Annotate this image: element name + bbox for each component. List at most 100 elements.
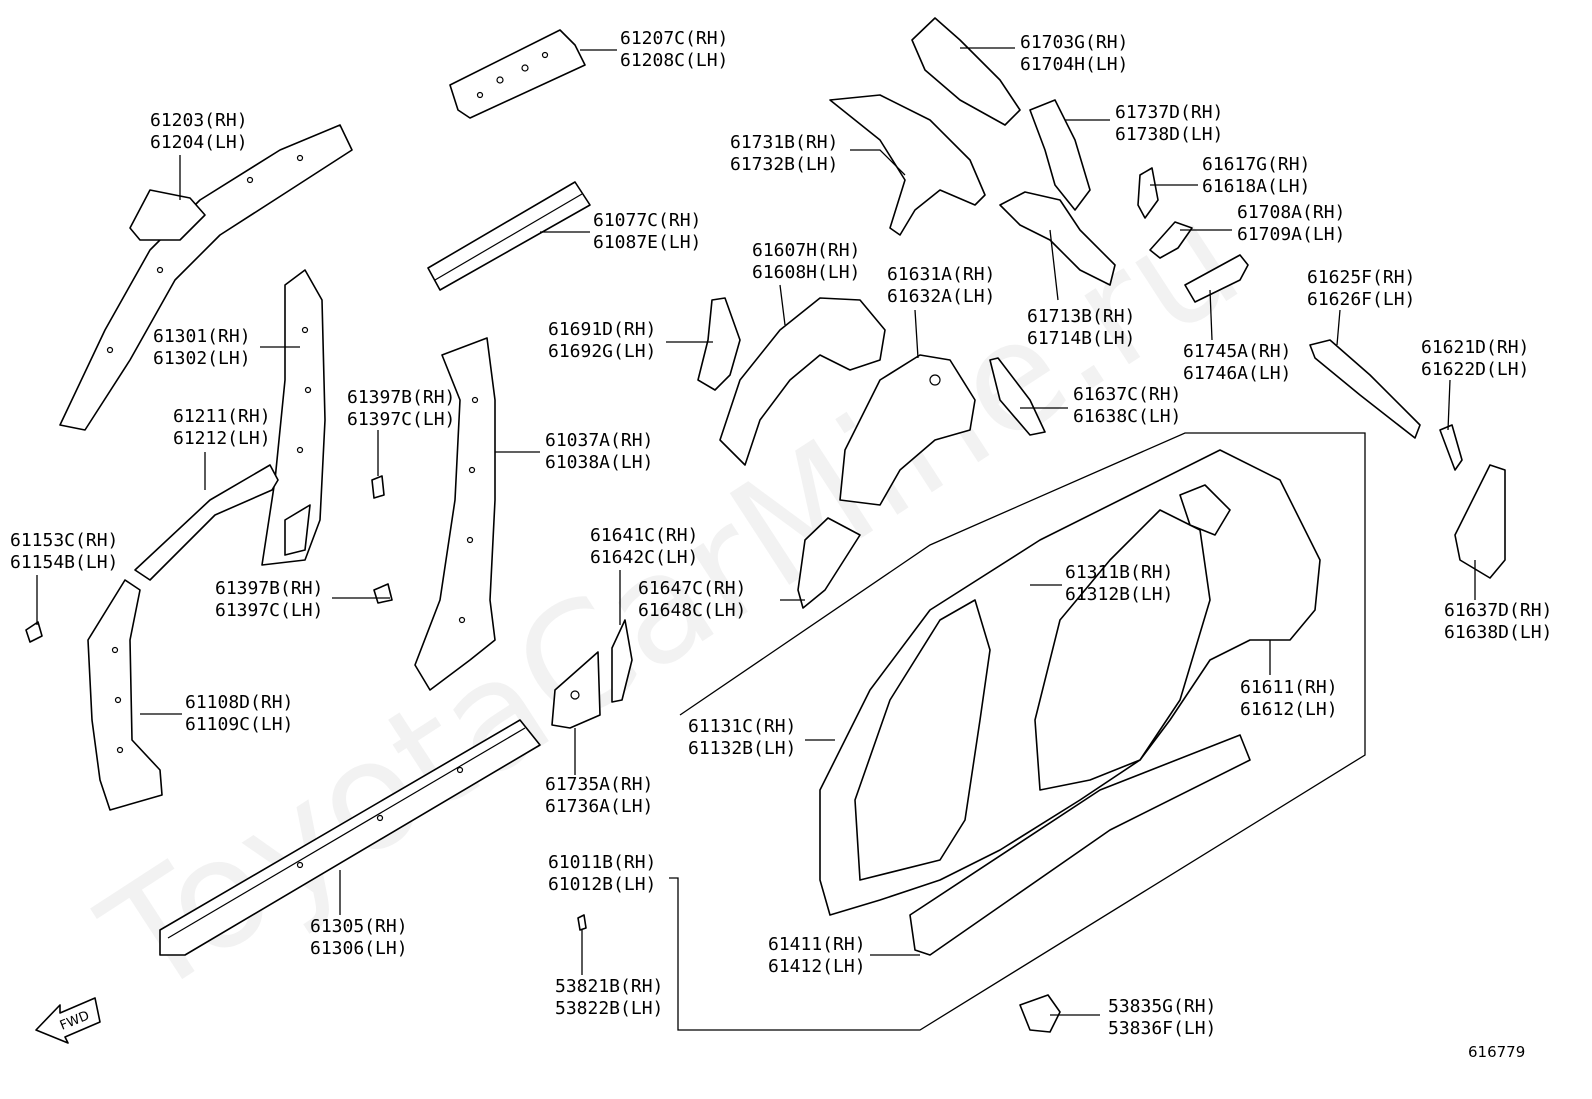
svg-text:61692G(LH): 61692G(LH) (548, 341, 656, 362)
svg-text:61745A(RH): 61745A(RH) (1183, 341, 1291, 362)
svg-text:61608H(LH): 61608H(LH) (752, 262, 860, 283)
part-61737-bracket (1029, 99, 1091, 211)
svg-text:61207C(RH): 61207C(RH) (620, 28, 728, 49)
callout-61617: 61617G(RH) 61618A(LH) (1202, 154, 1310, 197)
part-61108-front-pillar (87, 579, 163, 811)
svg-text:61617G(RH): 61617G(RH) (1202, 154, 1310, 175)
part-61731-quarter-inner (829, 94, 986, 236)
svg-text:61736A(LH): 61736A(LH) (545, 796, 653, 817)
callout-61131: 61131C(RH) 61132B(LH) (688, 716, 796, 759)
svg-text:61312B(LH): 61312B(LH) (1065, 584, 1173, 605)
part-61625-bracket (1309, 339, 1421, 439)
part-61203-roof-rail (59, 124, 353, 431)
callout-61703: 61703G(RH) 61704H(LH) (1020, 32, 1128, 75)
callout-61621: 61621D(RH) 61622D(LH) (1421, 337, 1529, 380)
part-53835-bracket (1019, 994, 1061, 1033)
svg-text:61109C(LH): 61109C(LH) (185, 714, 293, 735)
callout-61077: 61077C(RH) 61087E(LH) (593, 210, 701, 253)
part-61037-pillar-reinforcement (414, 337, 496, 691)
svg-text:61131C(RH): 61131C(RH) (688, 716, 796, 737)
callout-61647: 61647C(RH) 61648C(LH) (638, 578, 746, 621)
svg-text:61301(RH): 61301(RH) (153, 326, 251, 347)
part-61397-clip-upper (371, 475, 385, 499)
fwd-arrow-icon: FWD (35, 997, 101, 1044)
svg-text:61211(RH): 61211(RH) (173, 406, 271, 427)
part-61607-wheelhouse (719, 297, 886, 466)
svg-text:61087E(LH): 61087E(LH) (593, 232, 701, 253)
part-61207-plate (449, 29, 586, 119)
svg-text:61638C(LH): 61638C(LH) (1073, 406, 1181, 427)
svg-text:61647C(RH): 61647C(RH) (638, 578, 746, 599)
svg-text:61607H(RH): 61607H(RH) (752, 240, 860, 261)
callout-61737: 61737D(RH) 61738D(LH) (1115, 102, 1223, 145)
callout-61713: 61713B(RH) 61714B(LH) (1027, 306, 1135, 349)
svg-text:61038A(LH): 61038A(LH) (545, 452, 653, 473)
part-61735-plate (551, 651, 601, 729)
part-61305-rocker (159, 719, 541, 956)
part-body-side-outer (819, 449, 1321, 956)
svg-text:61012B(LH): 61012B(LH) (548, 874, 656, 895)
callout-61311: 61311B(RH) 61312B(LH) (1065, 562, 1173, 605)
diagram-id: 616779 (1468, 1043, 1525, 1061)
svg-text:61411(RH): 61411(RH) (768, 934, 866, 955)
callout-61011: 61011B(RH) 61012B(LH) (548, 852, 656, 895)
svg-text:61642C(LH): 61642C(LH) (590, 547, 698, 568)
svg-text:61204(LH): 61204(LH) (150, 132, 248, 153)
callout-61631: 61631A(RH) 61632A(LH) (887, 264, 995, 307)
svg-text:61737D(RH): 61737D(RH) (1115, 102, 1223, 123)
svg-text:61714B(LH): 61714B(LH) (1027, 328, 1135, 349)
part-61703-panel (911, 17, 1021, 126)
svg-text:61708A(RH): 61708A(RH) (1237, 202, 1345, 223)
svg-text:61704H(LH): 61704H(LH) (1020, 54, 1128, 75)
svg-text:61397C(LH): 61397C(LH) (347, 409, 455, 430)
part-61708-bracket (1149, 221, 1193, 259)
leader-lines (36, 47, 1476, 1016)
callout-61203: 61203(RH) 61204(LH) (150, 110, 248, 153)
callout-53821: 53821B(RH) 53822B(LH) (555, 976, 663, 1019)
svg-text:61626F(LH): 61626F(LH) (1307, 289, 1415, 310)
callout-61397-lower: 61397B(RH) 61397C(LH) (215, 578, 323, 621)
svg-text:61037A(RH): 61037A(RH) (545, 430, 653, 451)
callout-61625: 61625F(RH) 61626F(LH) (1307, 267, 1415, 310)
svg-text:61632A(LH): 61632A(LH) (887, 286, 995, 307)
svg-text:61077C(RH): 61077C(RH) (593, 210, 701, 231)
svg-text:61611(RH): 61611(RH) (1240, 677, 1338, 698)
svg-text:61212(LH): 61212(LH) (173, 428, 271, 449)
svg-text:61618A(LH): 61618A(LH) (1202, 176, 1310, 197)
callout-53835: 53835G(RH) 53836F(LH) (1108, 996, 1216, 1039)
callout-61305: 61305(RH) 61306(LH) (310, 916, 408, 959)
callout-61637c: 61637C(RH) 61638C(LH) (1073, 384, 1181, 427)
svg-text:61648C(LH): 61648C(LH) (638, 600, 746, 621)
svg-text:61738D(LH): 61738D(LH) (1115, 124, 1223, 145)
part-61691-bracket (697, 297, 741, 391)
part-61621-bracket (1439, 424, 1463, 471)
svg-text:61637D(RH): 61637D(RH) (1444, 600, 1552, 621)
svg-text:61203(RH): 61203(RH) (150, 110, 248, 131)
callout-61735: 61735A(RH) 61736A(LH) (545, 774, 653, 817)
svg-text:61735A(RH): 61735A(RH) (545, 774, 653, 795)
svg-text:61154B(LH): 61154B(LH) (10, 552, 118, 573)
svg-text:61713B(RH): 61713B(RH) (1027, 306, 1135, 327)
callout-61691: 61691D(RH) 61692G(LH) (548, 319, 656, 362)
callout-61037: 61037A(RH) 61038A(LH) (545, 430, 653, 473)
svg-text:61306(LH): 61306(LH) (310, 938, 408, 959)
callout-61708: 61708A(RH) 61709A(LH) (1237, 202, 1345, 245)
svg-text:61622D(LH): 61622D(LH) (1421, 359, 1529, 380)
part-61301-center-pillar (261, 269, 326, 566)
svg-text:61397B(RH): 61397B(RH) (347, 387, 455, 408)
svg-text:61691D(RH): 61691D(RH) (548, 319, 656, 340)
part-61641-brace (611, 619, 633, 703)
svg-text:61732B(LH): 61732B(LH) (730, 154, 838, 175)
callout-61745: 61745A(RH) 61746A(LH) (1183, 341, 1291, 384)
svg-text:61746A(LH): 61746A(LH) (1183, 363, 1291, 384)
svg-text:61311B(RH): 61311B(RH) (1065, 562, 1173, 583)
svg-text:61638D(LH): 61638D(LH) (1444, 622, 1552, 643)
svg-text:61612(LH): 61612(LH) (1240, 699, 1338, 720)
svg-text:53821B(RH): 53821B(RH) (555, 976, 663, 997)
svg-text:61132B(LH): 61132B(LH) (688, 738, 796, 759)
part-61077-reinforcement (427, 181, 591, 291)
callout-61301: 61301(RH) 61302(LH) (153, 326, 251, 369)
part-61631-wheelhouse-inner (839, 354, 976, 506)
svg-text:53836F(LH): 53836F(LH) (1108, 1018, 1216, 1039)
